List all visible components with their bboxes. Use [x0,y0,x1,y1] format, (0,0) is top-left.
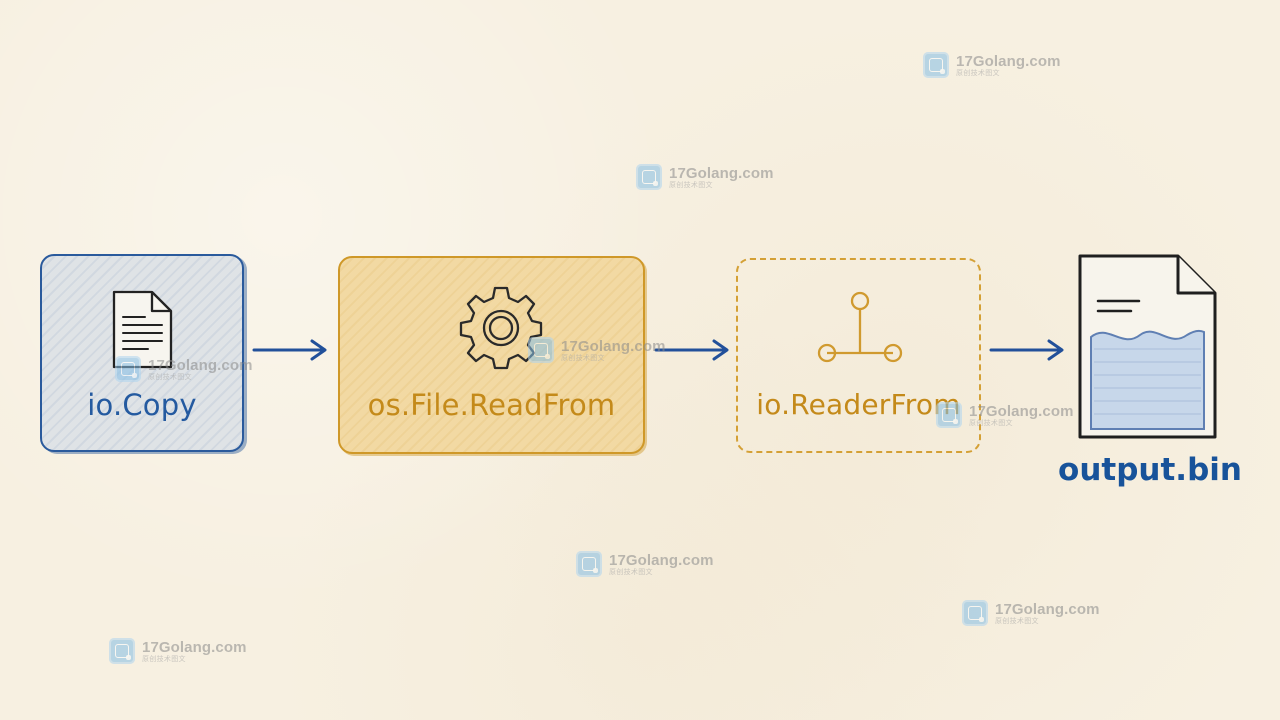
watermark-text: 17Golang.com [142,638,247,656]
interface-branch-icon [817,291,903,363]
watermark-subtext: 原创技术图文 [995,617,1039,625]
io-copy-node: io.Copy [40,254,244,452]
os-file-readfrom-label: os.File.ReadFrom [367,388,616,422]
arrow-readerfrom-to-output [989,339,1064,361]
arrow-copy-to-readfrom [252,339,327,361]
golang-logo-icon [636,164,662,190]
golang-logo-icon [923,52,949,78]
watermark-text: 17Golang.com [969,402,1074,420]
watermark-subtext: 原创技术图文 [609,568,653,576]
arrow-readfrom-to-readerfrom [654,339,729,361]
golang-logo-icon [109,638,135,664]
watermark-bottom-left: 17Golang.com 原创技术图文 [109,638,247,664]
gear-icon [459,286,543,370]
watermark-subtext: 原创技术图文 [669,181,713,189]
output-file-node [1076,253,1218,440]
io-copy-label: io.Copy [87,388,197,422]
watermark-bottom-center: 17Golang.com 原创技术图文 [576,551,714,577]
watermark-top-right: 17Golang.com 原创技术图文 [923,52,1061,78]
io-readerfrom-node: io.ReaderFrom [736,258,981,453]
watermark-text: 17Golang.com [609,551,714,569]
watermark-text: 17Golang.com [995,600,1100,618]
golang-logo-icon [576,551,602,577]
watermark-text: 17Golang.com [669,164,774,182]
watermark-subtext: 原创技术图文 [142,655,186,663]
watermark-top-center: 17Golang.com 原创技术图文 [636,164,774,190]
watermark-bottom-right: 17Golang.com 原创技术图文 [962,600,1100,626]
document-icon [112,290,173,369]
io-readerfrom-label: io.ReaderFrom [756,388,961,421]
watermark-subtext: 原创技术图文 [956,69,1000,77]
os-file-readfrom-node: os.File.ReadFrom [338,256,645,454]
golang-logo-icon [962,600,988,626]
watermark-subtext: 原创技术图文 [969,419,1013,427]
output-file-icon [1078,254,1217,439]
watermark-text: 17Golang.com [956,52,1061,70]
output-bin-label: output.bin [1058,452,1242,488]
